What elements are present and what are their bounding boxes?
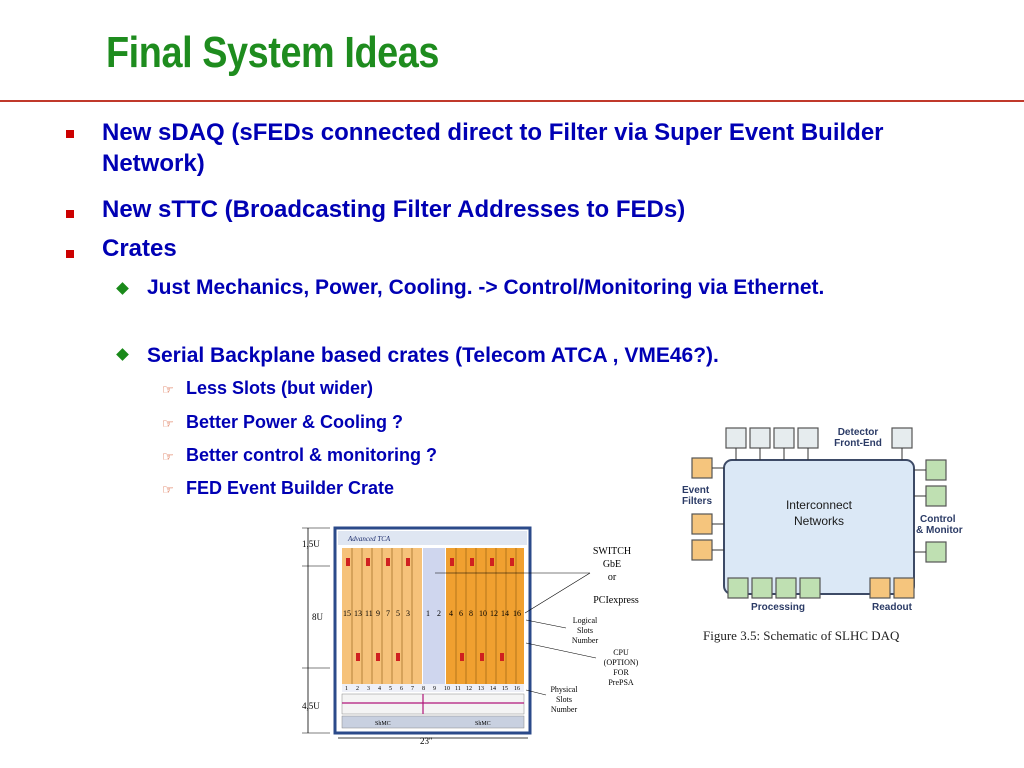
svg-text:11: 11 [455, 686, 461, 692]
svg-text:Slots: Slots [577, 626, 593, 635]
control-monitor-boxes [925, 459, 947, 563]
svg-text:2: 2 [437, 609, 441, 618]
bullet-control-monitoring: Better control & monitoring ? [186, 445, 437, 465]
bullet-power-cooling: Better Power & Cooling ? [186, 412, 404, 432]
detector-label-2: Front-End [834, 438, 882, 449]
bullet-serial-backplane: Serial Backplane based crates (Telecom A… [147, 344, 719, 367]
svg-text:6: 6 [459, 609, 463, 618]
svg-text:GbE: GbE [603, 559, 621, 570]
svg-text:12: 12 [466, 686, 472, 692]
svg-text:1: 1 [426, 609, 430, 618]
pointing-hand-icon: ☞ [162, 382, 174, 397]
svg-text:SWITCH: SWITCH [593, 546, 631, 557]
crate-brand-label: Advanced TCA [347, 535, 391, 543]
svg-text:2: 2 [356, 686, 359, 692]
svg-text:7: 7 [411, 686, 414, 692]
svg-text:5: 5 [396, 609, 400, 618]
svg-text:10: 10 [444, 686, 450, 692]
svg-text:12: 12 [490, 609, 498, 618]
svg-text:3: 3 [406, 609, 410, 618]
svg-text:Logical: Logical [573, 616, 598, 625]
cpu-callout: CPU (OPTION) FOR PrePSA [604, 648, 639, 687]
svg-text:(OPTION): (OPTION) [604, 658, 639, 667]
event-filter-boxes [691, 457, 713, 561]
title-divider [0, 100, 1024, 102]
shmc-label-right: ShMC [475, 721, 491, 727]
control-label-1: Control [920, 514, 956, 525]
svg-text:CPU: CPU [613, 648, 629, 657]
svg-text:14: 14 [501, 609, 509, 618]
pointing-hand-icon: ☞ [162, 482, 174, 497]
bullet-new-sttc: New sTTC (Broadcasting Filter Addresses … [102, 196, 686, 223]
svg-text:4: 4 [449, 609, 453, 618]
physical-slots-callout: Physical Slots Number [550, 685, 578, 714]
logical-slots-callout: Logical Slots Number [572, 616, 599, 645]
svg-text:16: 16 [513, 609, 521, 618]
logical-slot-numbers: 15 13 11 9 7 5 3 1 2 4 6 8 10 12 14 16 [343, 609, 521, 618]
switch-callout: SWITCH GbE or PCIexpress [593, 546, 639, 606]
svg-text:1: 1 [345, 686, 348, 692]
crate-width-label: 23'' [420, 736, 433, 746]
atca-crate-figure: 1,5U 8U 4,5U Advanced TCA 15 [302, 526, 639, 746]
svg-text:7: 7 [386, 609, 390, 618]
svg-text:13: 13 [354, 609, 362, 618]
dim-bot-label: 4,5U [302, 701, 320, 711]
svg-text:PrePSA: PrePSA [608, 678, 634, 687]
svg-text:3: 3 [367, 686, 370, 692]
detector-front-end-boxes [725, 427, 913, 449]
svg-text:8: 8 [422, 686, 425, 692]
svg-text:5: 5 [389, 686, 392, 692]
bullet-crates: Crates [102, 235, 177, 262]
processing-label: Processing [751, 602, 805, 613]
svg-text:Number: Number [572, 636, 599, 645]
svg-text:Number: Number [551, 705, 578, 714]
interconnect-label-2: Networks [794, 514, 844, 528]
event-filters-label-1: Event [682, 485, 710, 496]
bullet-diamond-icon [116, 282, 129, 295]
svg-text:15: 15 [343, 609, 351, 618]
svg-text:FOR: FOR [613, 668, 629, 677]
physical-slot-numbers: 1 2 3 4 5 6 7 8 9 10 11 12 13 14 15 16 [345, 686, 520, 692]
control-label-2: & Monitor [916, 525, 963, 536]
crate-slots [342, 548, 524, 684]
pointing-hand-icon: ☞ [162, 449, 174, 464]
bullet-new-sdaq: New sDAQ (sFEDs connected direct to Filt… [102, 119, 884, 177]
svg-text:Slots: Slots [556, 695, 572, 704]
svg-text:6: 6 [400, 686, 403, 692]
readout-label: Readout [872, 602, 913, 613]
svg-text:Physical: Physical [550, 685, 578, 694]
svg-text:PCIexpress: PCIexpress [593, 595, 639, 606]
svg-text:14: 14 [490, 686, 496, 692]
pointing-hand-icon: ☞ [162, 416, 174, 431]
dim-mid-label: 8U [312, 612, 324, 622]
schematic-caption: Figure 3.5: Schematic of SLHC DAQ [703, 628, 900, 643]
bullet-square-icon [66, 210, 74, 218]
svg-text:4: 4 [378, 686, 381, 692]
bullet-square-icon [66, 130, 74, 138]
svg-text:8: 8 [469, 609, 473, 618]
shmc-label-left: ShMC [375, 721, 391, 727]
svg-text:16: 16 [514, 686, 520, 692]
svg-text:15: 15 [502, 686, 508, 692]
bullet-less-slots: Less Slots (but wider) [186, 378, 374, 398]
svg-text:9: 9 [376, 609, 380, 618]
svg-text:10: 10 [479, 609, 487, 618]
svg-text:11: 11 [365, 609, 373, 618]
bullet-fed-event-builder: FED Event Builder Crate [186, 478, 395, 498]
interconnect-label-1: Interconnect [786, 498, 853, 512]
readout-boxes [869, 577, 915, 599]
svg-text:13: 13 [478, 686, 484, 692]
detector-label-1: Detector [838, 427, 879, 438]
slhc-daq-schematic: Interconnect Networks Detector Front-End… [682, 427, 963, 643]
svg-text:9: 9 [433, 686, 436, 692]
dim-top-label: 1,5U [302, 539, 320, 549]
bullet-square-icon [66, 250, 74, 258]
bullet-mechanics: Just Mechanics, Power, Cooling. -> Contr… [147, 276, 825, 299]
slide-title: Final System Ideas [106, 28, 439, 77]
svg-text:or: or [608, 572, 617, 583]
event-filters-label-2: Filters [682, 496, 712, 507]
bullet-diamond-icon [116, 348, 129, 361]
processing-boxes [727, 577, 821, 599]
